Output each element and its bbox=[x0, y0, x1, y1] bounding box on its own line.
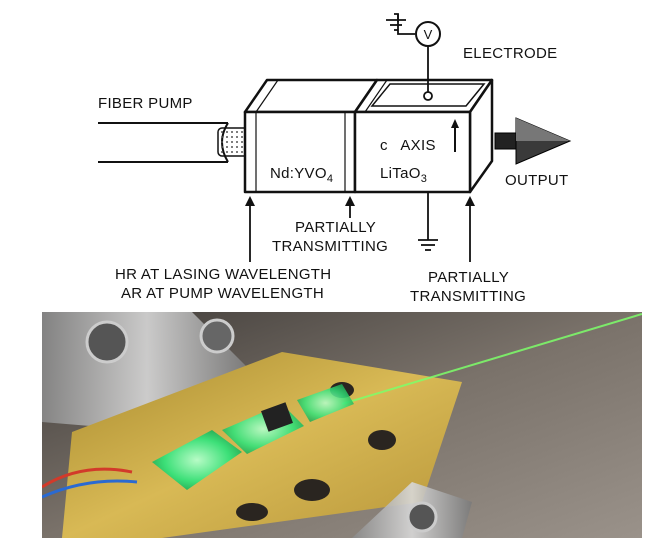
voltmeter-icon bbox=[415, 21, 441, 47]
screw-icon bbox=[199, 318, 235, 354]
output-label: OUTPUT bbox=[505, 172, 568, 189]
c-axis-arrow bbox=[451, 119, 459, 152]
voltmeter-symbol: V bbox=[424, 27, 433, 42]
partial-right-label-2: TRANSMITTING bbox=[410, 288, 526, 305]
ground-bottom-icon bbox=[418, 192, 438, 251]
screw-icon bbox=[85, 320, 129, 364]
crystal1-label: Nd:YVO4 bbox=[270, 165, 333, 185]
hr-label: HR AT LASING WAVELENGTH bbox=[115, 266, 331, 283]
partial-right-label-1: PARTIALLY bbox=[428, 269, 509, 286]
fiber-pump-label: FIBER PUMP bbox=[98, 95, 193, 112]
crystal2-label: LiTaO3 bbox=[380, 165, 427, 185]
ar-label: AR AT PUMP WAVELENGTH bbox=[121, 285, 324, 302]
laser-schematic-diagram: V FIBER PUMP ELECTRODE Nd:YVO4 c AXIS Li… bbox=[98, 13, 572, 305]
laser-beam bbox=[341, 313, 642, 405]
glowing-crystals bbox=[152, 384, 354, 490]
electrode-label: ELECTRODE bbox=[463, 45, 557, 62]
wire-blue bbox=[42, 479, 138, 499]
crystal-block bbox=[243, 78, 494, 194]
output-arrow bbox=[494, 117, 572, 165]
voltmeter-circuit bbox=[386, 13, 433, 101]
screw-icon bbox=[406, 501, 438, 533]
partial-mid-label-1: PARTIALLY bbox=[295, 219, 376, 236]
electrode-plate bbox=[370, 83, 486, 107]
coating-lines bbox=[255, 79, 388, 192]
c-axis-label: c AXIS bbox=[380, 137, 436, 154]
wire-red bbox=[42, 467, 133, 489]
pointer-arrows bbox=[245, 196, 475, 262]
device-photo bbox=[42, 312, 642, 538]
partial-mid-label-2: TRANSMITTING bbox=[272, 238, 388, 255]
fiber-pump-cable bbox=[98, 122, 229, 163]
